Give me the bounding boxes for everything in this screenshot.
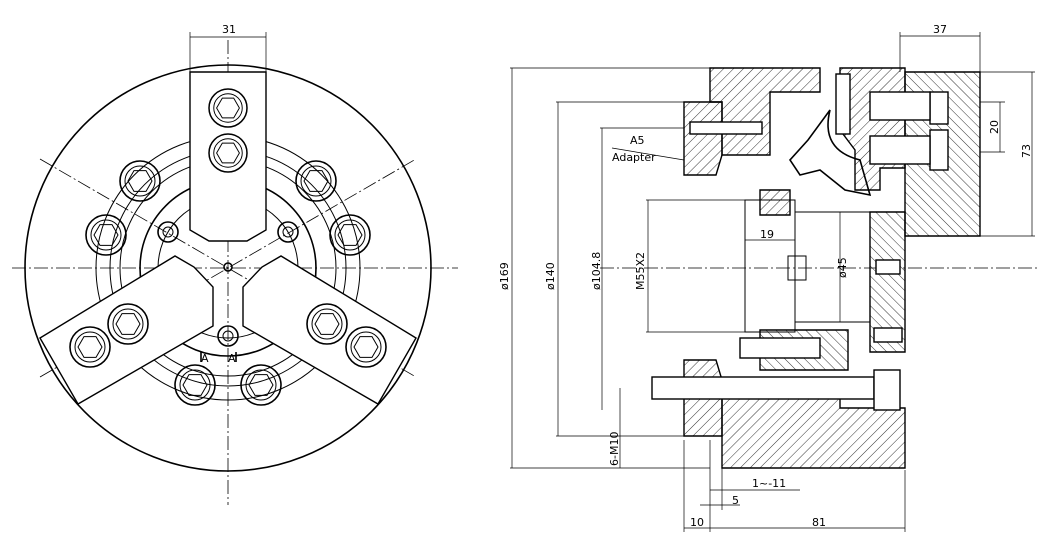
small-screw <box>873 327 903 343</box>
set-screw <box>739 337 821 359</box>
adapter-section-upper <box>683 101 723 176</box>
pin-hole-inner <box>222 330 234 342</box>
center-mark <box>223 262 233 272</box>
jaw-lower-right <box>242 255 417 405</box>
pin-hole-inner <box>162 226 174 238</box>
section-view: ø169 ø140 ø104.8 M55X2 ø45 19 37 20 73 6… <box>498 23 1040 532</box>
adapter-label: Adapter <box>612 151 656 164</box>
key <box>787 255 807 281</box>
dim-eighty-one: 81 <box>812 516 826 529</box>
dim-five: 5 <box>732 494 739 507</box>
jaw-bolt-shank <box>869 135 931 165</box>
chuck-body-outline <box>24 64 432 472</box>
dim-stroke: 1~-11 <box>752 477 786 490</box>
dim-bore: ø45 <box>836 257 849 278</box>
dim-thread: M55X2 <box>634 252 647 290</box>
dim-bolts: 6-M10 <box>608 432 621 466</box>
grease-nipple <box>835 73 851 135</box>
body-section-upper-left <box>709 67 821 156</box>
adapter-code: A5 <box>630 134 645 147</box>
mounting-bolt <box>85 214 127 256</box>
wedge-hook <box>788 109 872 197</box>
dim-pilot-dia: ø104.8 <box>590 252 603 290</box>
jaw-lower-left <box>39 255 214 405</box>
jaw-bolt-shank <box>869 91 931 121</box>
dim-jaw-width: 31 <box>222 23 236 36</box>
dim-adapter-dia: ø140 <box>544 262 557 290</box>
thread-bore <box>744 199 796 333</box>
dim-depth-19: 19 <box>760 228 774 241</box>
jaw-top <box>189 71 267 242</box>
dim-jaw-top: 73 <box>1020 144 1033 158</box>
mounting-bolt <box>329 214 371 256</box>
dim-outer-dia: ø169 <box>498 262 511 290</box>
mounting-bolt <box>295 160 337 202</box>
jaw-bolt-head <box>929 129 949 171</box>
pin-hole <box>277 221 299 243</box>
small-screw <box>875 259 901 275</box>
mounting-bolt-long <box>651 376 875 400</box>
section-label-a1: A <box>201 352 209 365</box>
front-view: A A 31 <box>12 23 458 505</box>
pin-hole <box>157 221 179 243</box>
jaw-bolt-head <box>929 91 949 125</box>
mounting-bolt <box>119 160 161 202</box>
dim-jaw-height: 20 <box>988 120 1001 134</box>
dim-ten: 10 <box>690 516 704 529</box>
pin-hole <box>217 325 239 347</box>
mounting-bolt-head <box>873 369 901 411</box>
adapter-leader <box>611 147 685 161</box>
wedge-section <box>759 189 791 216</box>
pin-hole-inner <box>282 226 294 238</box>
adapter-bolt <box>689 121 763 135</box>
section-label-a2: A <box>228 352 236 365</box>
dim-jaw-offset: 37 <box>933 23 947 36</box>
